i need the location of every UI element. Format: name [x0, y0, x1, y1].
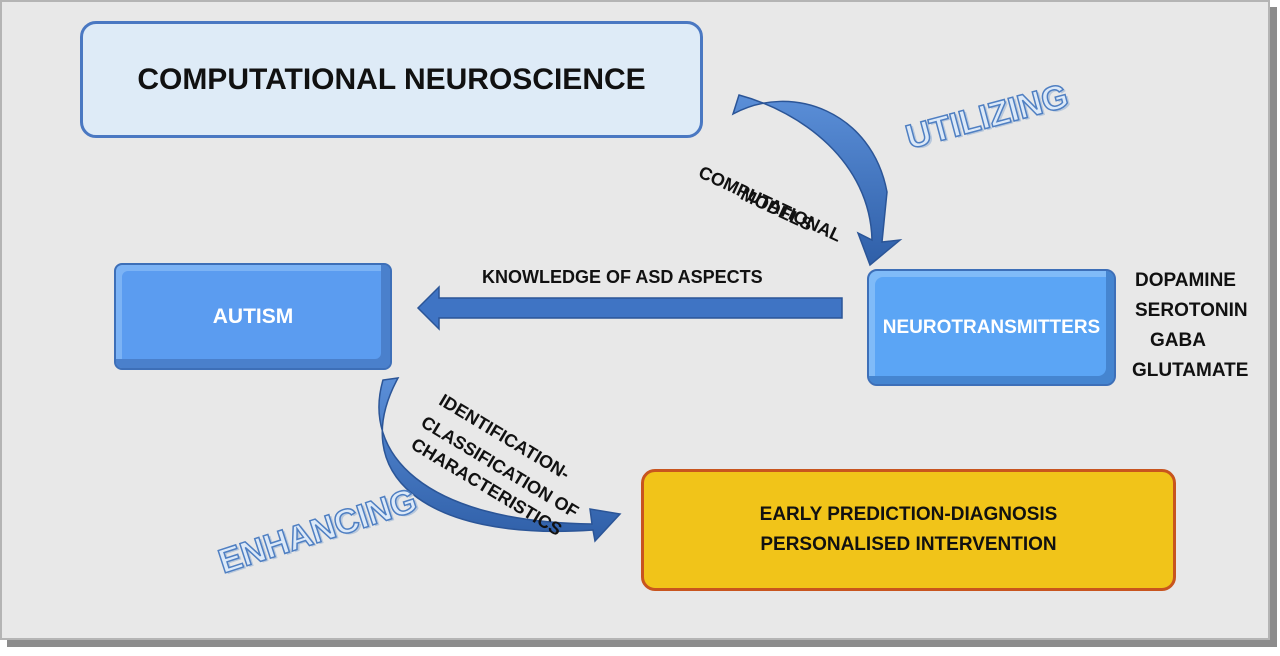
- neurotransmitter-glutamate: GLUTAMATE: [1132, 360, 1249, 381]
- knowledge-label: KNOWLEDGE OF ASD ASPECTS: [482, 267, 763, 287]
- curved-arrow-identification: [378, 377, 622, 543]
- neurotransmitter-dopamine: DOPAMINE: [1135, 270, 1236, 291]
- neurotransmitters-node: NEUROTRANSMITTERS: [867, 269, 1116, 386]
- outcome-line-1: EARLY PREDICTION-DIAGNOSIS: [759, 504, 1058, 525]
- autism-node: AUTISM: [114, 263, 392, 370]
- outcome-line-2: PERSONALISED INTERVENTION: [760, 534, 1057, 555]
- autism-text: AUTISM: [212, 304, 294, 328]
- curved-arrow-models: [731, 94, 903, 267]
- computational-neuroscience-node: COMPUTATIONAL NEUROSCIENCE: [80, 21, 703, 138]
- title-text: COMPUTATIONAL NEUROSCIENCE: [137, 62, 646, 96]
- neurotransmitters-text: NEUROTRANSMITTERS: [882, 316, 1101, 338]
- neurotransmitter-serotonin: SEROTONIN: [1135, 300, 1248, 321]
- straight-arrow-knowledge: [416, 285, 843, 331]
- neurotransmitter-gaba: GABA: [1150, 330, 1206, 351]
- outcome-node: EARLY PREDICTION-DIAGNOSIS PERSONALISED …: [641, 469, 1176, 591]
- diagram-canvas: COMPUTATIONAL NEUROSCIENCE AUTISM NEUROT…: [0, 0, 1270, 640]
